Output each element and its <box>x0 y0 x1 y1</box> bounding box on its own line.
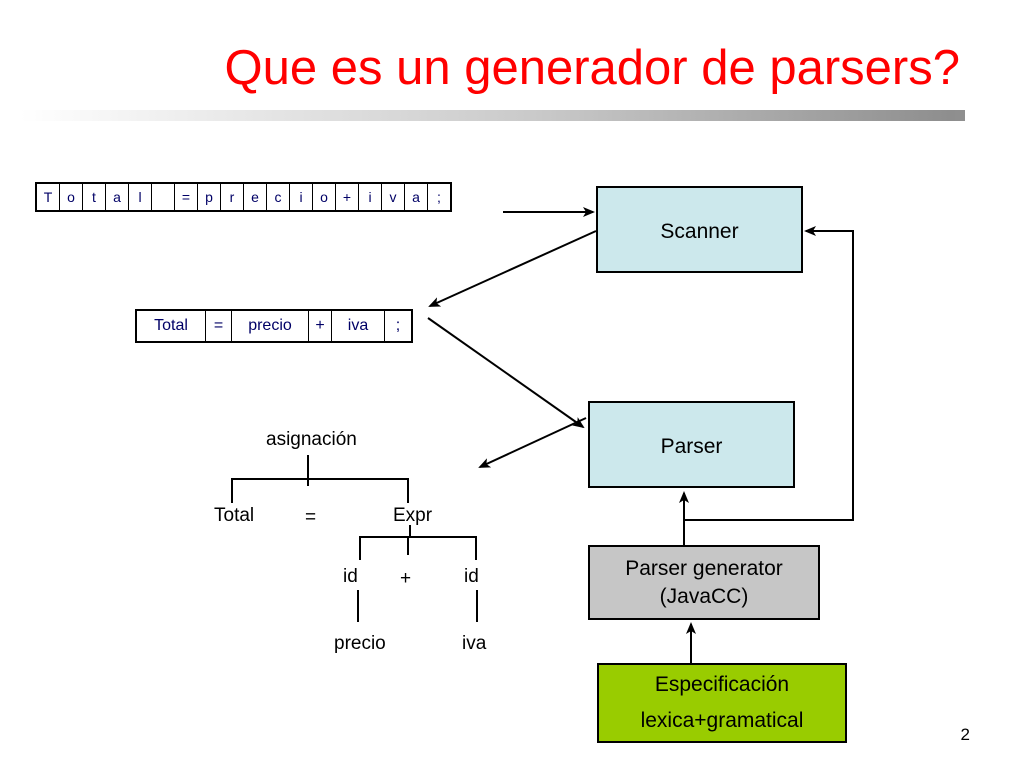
char-cell: c <box>266 182 290 212</box>
parser-box: Parser <box>588 401 795 488</box>
page-number: 2 <box>960 725 970 744</box>
arrow-generator-to-scanner <box>684 226 854 521</box>
token-cell: ; <box>384 309 413 343</box>
char-cell <box>151 182 175 212</box>
token-stream-table: Total = precio + iva ; <box>135 309 413 343</box>
scanner-box: Scanner <box>596 186 803 273</box>
char-cell: i <box>358 182 382 212</box>
tree-root-label: asignación <box>266 429 357 450</box>
parse-tree-edges <box>231 455 478 622</box>
specification-label: Especificación <box>654 673 790 696</box>
tree-equals-label: = <box>305 507 317 528</box>
token-stream-row: Total = precio + iva ; <box>135 309 413 343</box>
parser-label: Parser <box>660 435 723 458</box>
parser-generator-sublabel: (JavaCC) <box>659 584 749 608</box>
specification-sublabel: lexica+gramatical <box>640 709 804 732</box>
parser-generator-label: Parser generator <box>625 556 783 580</box>
token-cell: Total <box>135 309 206 343</box>
char-cell: a <box>105 182 129 212</box>
parser-generator-box: Parser generator (JavaCC) <box>588 545 820 620</box>
title-underline-bar <box>20 110 965 121</box>
token-cell: iva <box>331 309 385 343</box>
tree-id-right-label: id <box>464 566 479 587</box>
char-cell: + <box>335 182 359 212</box>
tree-precio-label: precio <box>334 633 386 654</box>
tree-total-label: Total <box>214 505 255 526</box>
char-cell: l <box>128 182 152 212</box>
token-cell: = <box>205 309 232 343</box>
tree-id-left-label: id <box>343 566 358 587</box>
tree-iva-label: iva <box>462 633 487 654</box>
token-cell: + <box>308 309 332 343</box>
tree-expr-label: Expr <box>393 505 433 526</box>
char-cell: r <box>220 182 244 212</box>
token-cell: precio <box>231 309 309 343</box>
char-cell: t <box>82 182 106 212</box>
char-cell: ; <box>427 182 452 212</box>
arrow-tokens-to-parser <box>427 317 585 429</box>
character-stream-table: T o t a l = p r e c i o + i v a ; <box>35 182 452 212</box>
arrow-parser-to-tree <box>478 417 587 468</box>
char-cell: v <box>381 182 405 212</box>
arrow-scanner-to-tokens <box>428 230 597 307</box>
character-stream-row: T o t a l = p r e c i o + i v a ; <box>35 182 452 212</box>
title-underline-cap <box>955 110 965 121</box>
tree-plus-label: + <box>400 568 412 589</box>
char-cell: a <box>404 182 428 212</box>
char-cell: = <box>174 182 198 212</box>
scanner-label: Scanner <box>660 220 739 243</box>
specification-box: Especificación lexica+gramatical <box>597 663 847 743</box>
slide-title: Que es un generador de parsers? <box>224 41 960 95</box>
char-cell: e <box>243 182 267 212</box>
